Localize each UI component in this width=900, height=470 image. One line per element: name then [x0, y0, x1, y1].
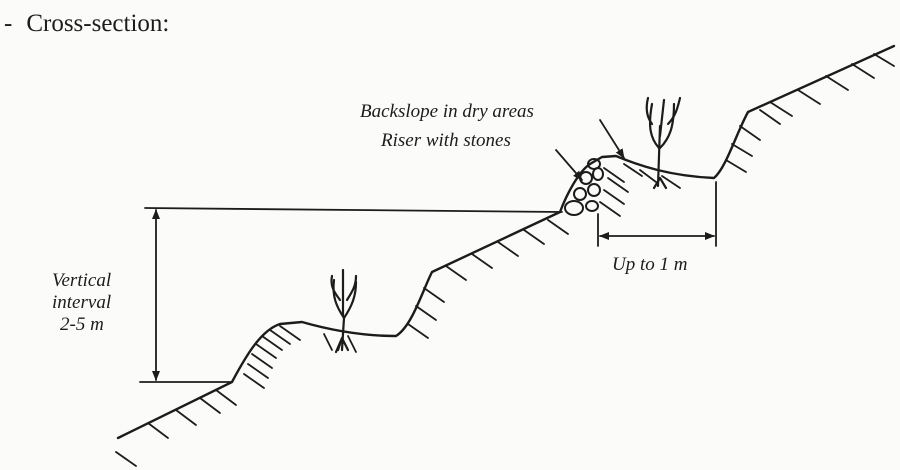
width-dimension	[597, 181, 717, 247]
riser-leader	[555, 149, 583, 181]
lower-terrace-plant-icon	[330, 268, 358, 354]
vertical-interval-dimension	[139, 207, 563, 383]
upper-terrace-plant-icon	[645, 96, 682, 190]
slope-hatching	[115, 53, 895, 467]
vertical-interval-label-line1: Vertical	[52, 270, 111, 291]
backslope-leader	[599, 119, 625, 159]
riser-stones	[564, 158, 604, 216]
vertical-interval-label-line2: interval	[52, 292, 111, 313]
heading-bullet: -	[4, 10, 13, 37]
backslope-label: Backslope in dry areas	[360, 101, 534, 122]
section-heading: -Cross-section:	[4, 10, 169, 38]
heading-text: Cross-section:	[26, 10, 170, 37]
riser-label: Riser with stones	[380, 130, 511, 151]
vertical-interval-label-line3: 2-5 m	[60, 314, 104, 335]
width-label: Up to 1 m	[612, 254, 687, 275]
